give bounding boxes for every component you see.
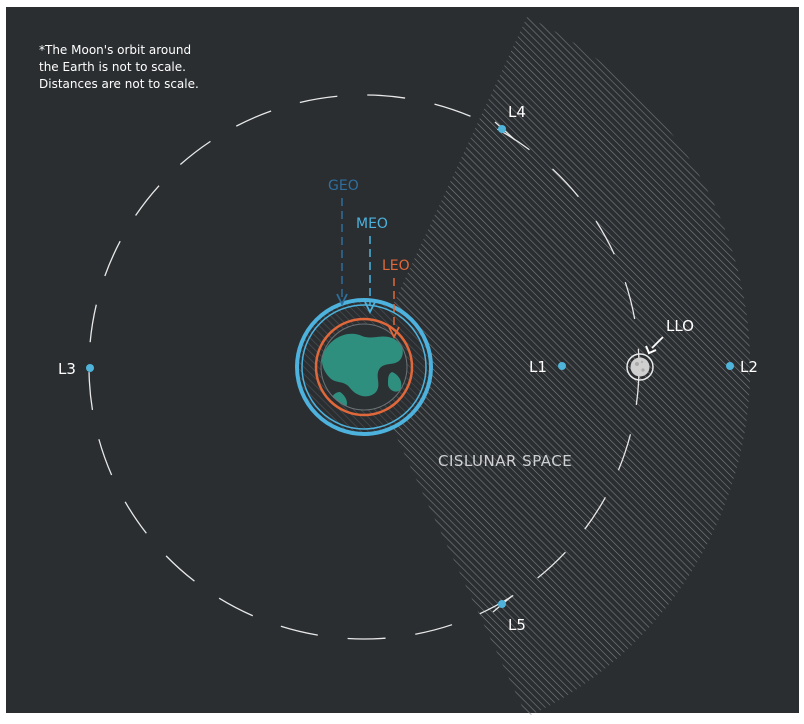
scale-note-line-3: Distances are not to scale.	[39, 77, 199, 91]
l1-point	[558, 362, 566, 370]
l4-point	[498, 125, 506, 133]
l4-label: L4	[508, 103, 526, 121]
geo-orbit-ring	[295, 298, 433, 436]
geo-pointer	[336, 198, 348, 307]
l2-point	[726, 362, 734, 370]
l1-label: L1	[529, 358, 547, 376]
leo-label: LEO	[382, 258, 410, 274]
scale-note-line-1: *The Moon's orbit around	[39, 43, 191, 57]
geo-label: GEO	[328, 178, 359, 194]
llo-pointer	[645, 336, 664, 355]
meo-label: MEO	[356, 216, 388, 232]
cislunar-space-region	[364, 17, 751, 717]
leo-pointer	[388, 278, 400, 340]
l5-label: L5	[508, 616, 526, 634]
moon-icon	[626, 353, 654, 381]
l3-label: L3	[58, 360, 76, 378]
earth-icon	[320, 323, 408, 411]
meo-orbit-ring	[301, 304, 427, 430]
llo-label: LLO	[666, 317, 694, 335]
cislunar-space-label: CISLUNAR SPACE	[438, 452, 572, 470]
meo-pointer	[364, 236, 376, 315]
l2-label: L2	[740, 358, 758, 376]
l3-point	[86, 364, 94, 372]
scale-note-line-2: the Earth is not to scale.	[39, 60, 186, 74]
leo-orbit-ring	[314, 317, 414, 417]
l5-point	[498, 600, 506, 608]
